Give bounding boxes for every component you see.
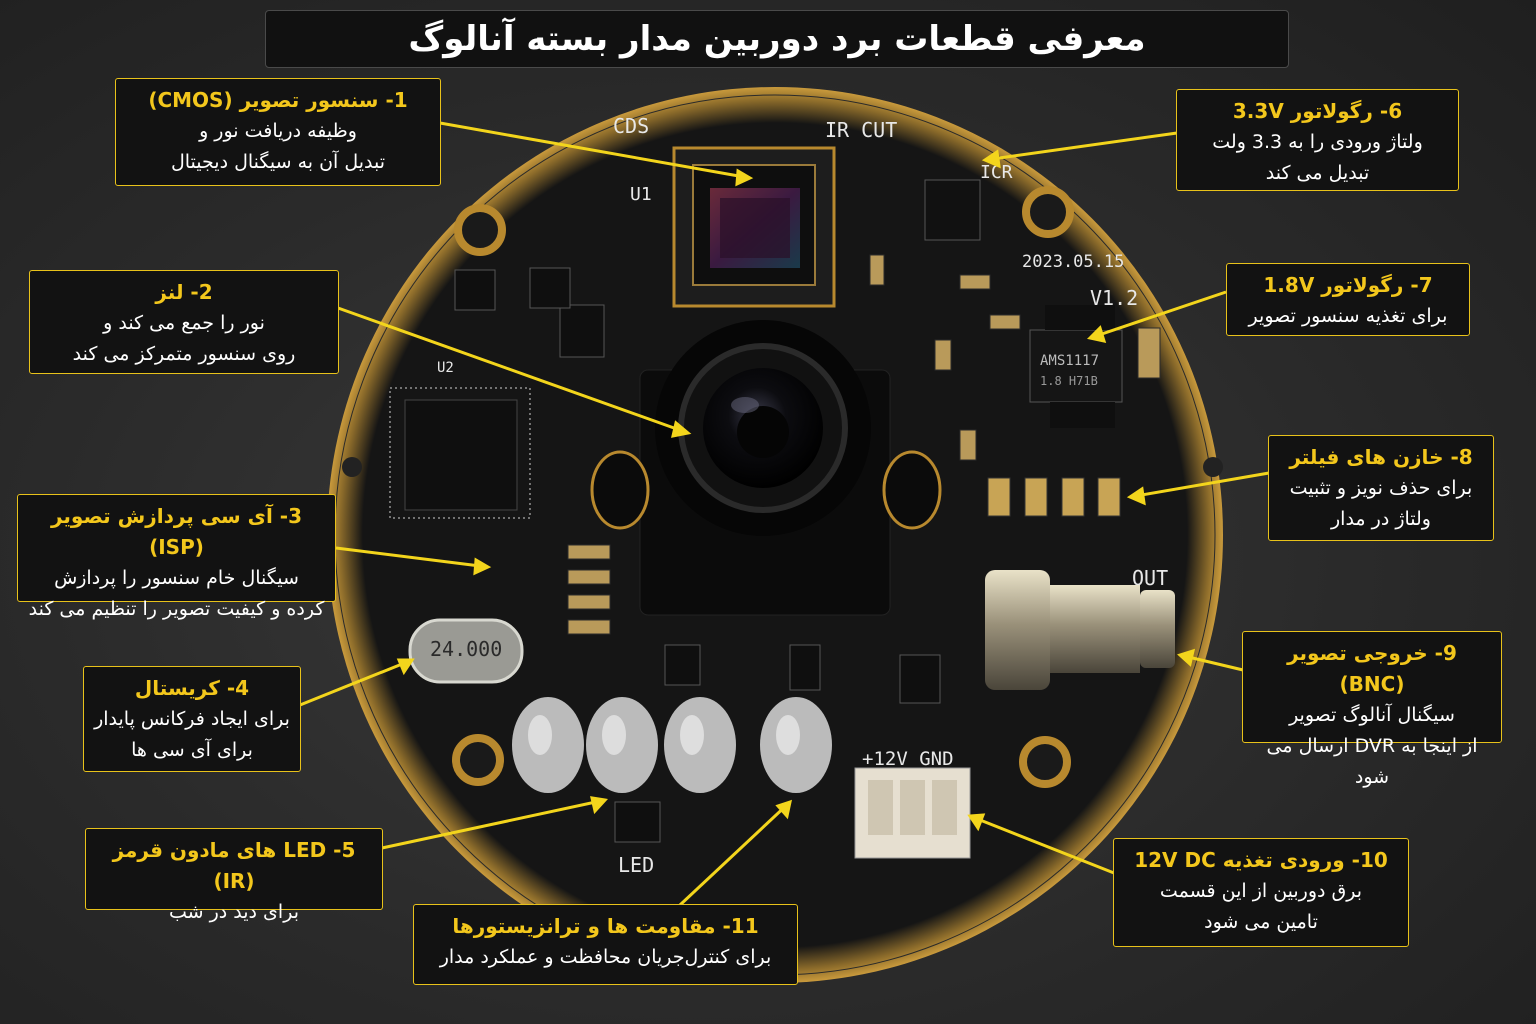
callout-line: روی سنسور متمرکز می کند (72, 343, 296, 365)
silkscreen-regulator-sub: 1.8 H71B (1040, 374, 1098, 388)
cmos-sensor (672, 146, 836, 308)
callout-filter-capacitors: 8- خازن های فیلتر برای حذف نویز و تثبیت … (1268, 435, 1494, 541)
callout-line: برای ایجاد فرکانس پایدار (94, 708, 290, 730)
regulator-1v8: AMS1117 1.8 H71B (1029, 305, 1123, 428)
callout-power-input: 10- ورودی تغذیه 12V DC برق دوربین از این… (1113, 838, 1409, 947)
callout-title: 6- رگولاتور 3.3V (1232, 99, 1403, 123)
silkscreen-regulator-chip: AMS1117 (1040, 353, 1099, 369)
bnc-connector (985, 570, 1175, 690)
callout-line: برای تغذیه سنسور تصویر (1248, 305, 1448, 327)
regulator-3v3 (924, 179, 981, 241)
silkscreen-u2: U2 (437, 360, 454, 376)
callout-title: 9- خروجی تصویر (BNC) (1287, 641, 1457, 696)
callout-line: از اینجا به DVR ارسال می شود (1266, 735, 1478, 788)
silkscreen-cds: CDS (613, 114, 649, 138)
silkscreen-ir-cut: IR CUT (825, 118, 897, 142)
page-title: معرفی قطعات برد دوربین مدار بسته آنالوگ (265, 10, 1289, 68)
callout-line: برق دوربین از این قسمت (1159, 880, 1363, 902)
isp-chip (389, 387, 531, 519)
callout-title: 1- سنسور تصویر (CMOS) (148, 88, 408, 112)
callout-title: 11- مقاومت ها و ترانزیستورها (452, 914, 759, 938)
silkscreen-u1: U1 (630, 184, 652, 205)
silkscreen: CDS IR CUT U1 2023.05.15 V1.2 ICR OUT +1… (437, 114, 1168, 877)
callout-line: سیگنال آنالوگ تصویر (1289, 704, 1455, 726)
power-connector (854, 767, 971, 859)
callout-title: 2- لنز (155, 280, 213, 304)
callout-line: ولتاژ در مدار (1331, 508, 1431, 530)
callout-resistors-transistors: 11- مقاومت ها و ترانزیستورها برای کنترل‌… (413, 904, 798, 985)
mounting-holes (452, 186, 1074, 788)
callout-line: وظیفه دریافت نور و (199, 120, 357, 142)
callout-isp: 3- آی سی پردازش تصویر (ISP) سیگنال خام س… (17, 494, 336, 620)
callout-title: 5- LED های مادون قرمز (IR) (112, 838, 356, 893)
callout-line: تبدیل آن به سیگنال دیجیتال (170, 151, 386, 173)
smd-components (567, 254, 1161, 635)
callout-line: برای آی سی ها (131, 739, 253, 761)
callout-line: ولتاژ ورودی را به 3.3 ولت (1212, 131, 1423, 153)
callout-line: سیگنال خام سنسور را پردازش (54, 567, 299, 589)
callout-ir-leds: 5- LED های مادون قرمز (IR) برای دید در ش… (85, 828, 383, 923)
callout-line: تبدیل می کند (1265, 162, 1370, 184)
callout-title: 7- رگولاتور 1.8V (1263, 273, 1433, 297)
silkscreen-date: 2023.05.15 (1022, 252, 1124, 272)
callout-title: 3- آی سی پردازش تصویر (ISP) (50, 504, 303, 559)
callout-lens: 2- لنز نور را جمع می کند و روی سنسور متم… (29, 270, 339, 374)
callout-line: برای کنترل‌جریان محافظت و عملکرد مدار (439, 946, 772, 968)
silkscreen-power: +12V GND (862, 748, 954, 770)
callout-regulator-1v8: 7- رگولاتور 1.8V برای تغذیه سنسور تصویر (1226, 263, 1470, 336)
callout-title: 10- ورودی تغذیه 12V DC (1134, 848, 1388, 872)
callout-crystal: 4- کریستال برای ایجاد فرکانس پایدار برای… (83, 666, 301, 772)
callout-title: 4- کریستال (134, 676, 250, 700)
silkscreen-led: LED (618, 853, 654, 877)
callout-line: برای حذف نویز و تثبیت (1289, 477, 1473, 499)
callout-line: تامین می شود (1204, 911, 1318, 933)
callout-regulator-3v3: 6- رگولاتور 3.3V ولتاژ ورودی را به 3.3 و… (1176, 89, 1459, 191)
leader-lines (299, 121, 1270, 907)
silkscreen-icr: ICR (980, 162, 1013, 183)
callout-cmos-sensor: 1- سنسور تصویر (CMOS) وظیفه دریافت نور و… (115, 78, 441, 186)
callout-line: نور را جمع می کند و (103, 312, 265, 334)
filter-capacitors (987, 477, 1121, 517)
callout-bnc-output: 9- خروجی تصویر (BNC) سیگنال آنالوگ تصویر… (1242, 631, 1502, 788)
callout-line: کرده و کیفیت تصویر را تنظیم می کند (28, 598, 325, 620)
callout-line: برای دید در شب (169, 901, 299, 923)
callout-title: 8- خازن های فیلتر (1289, 445, 1473, 469)
crystal-oscillator: 24.000 (408, 618, 524, 684)
silkscreen-crystal: 24.000 (430, 637, 502, 661)
